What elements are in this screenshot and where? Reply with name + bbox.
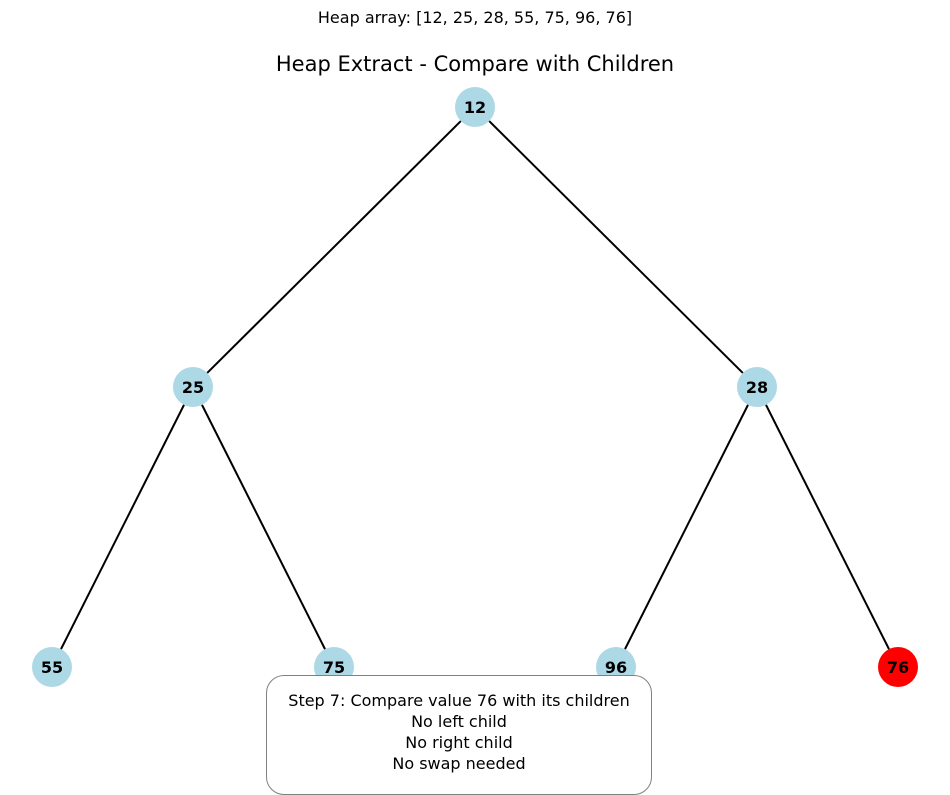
node-label: 28 — [746, 378, 768, 397]
info-line-left-child: No left child — [411, 712, 507, 731]
edge-n2-n6 — [765, 404, 890, 650]
node-label: 12 — [464, 98, 486, 117]
diagram-title: Heap Extract - Compare with Children — [275, 52, 675, 76]
edge-n0-n1 — [206, 120, 462, 374]
edge-n1-n4 — [201, 404, 326, 650]
step-info-box: Step 7: Compare value 76 with its childr… — [266, 675, 652, 795]
tree-node-25: 25 — [173, 367, 213, 407]
heap-array-caption: Heap array: [12, 25, 28, 55, 75, 96, 76] — [317, 8, 633, 27]
node-circle — [455, 87, 495, 127]
node-label: 76 — [887, 658, 909, 677]
edge-n2-n5 — [624, 404, 749, 650]
edge-n0-n2 — [488, 120, 744, 374]
node-circle — [173, 367, 213, 407]
node-label: 25 — [182, 378, 204, 397]
tree-node-76: 76 — [878, 647, 918, 687]
node-label: 96 — [605, 658, 627, 677]
tree-node-28: 28 — [737, 367, 777, 407]
tree-node-12: 12 — [455, 87, 495, 127]
node-circle — [32, 647, 72, 687]
highlighted-node-circle — [878, 647, 918, 687]
info-line-swap: No swap needed — [392, 754, 526, 773]
info-line-right-child: No right child — [405, 733, 513, 752]
nodes-layer: 12 25 28 55 75 96 76 — [32, 87, 918, 687]
edge-n1-n3 — [60, 404, 185, 650]
info-line-step: Step 7: Compare value 76 with its childr… — [288, 691, 630, 710]
node-circle — [737, 367, 777, 407]
node-label: 75 — [323, 658, 345, 677]
edges-layer — [60, 120, 890, 650]
tree-node-55: 55 — [32, 647, 72, 687]
node-label: 55 — [41, 658, 63, 677]
